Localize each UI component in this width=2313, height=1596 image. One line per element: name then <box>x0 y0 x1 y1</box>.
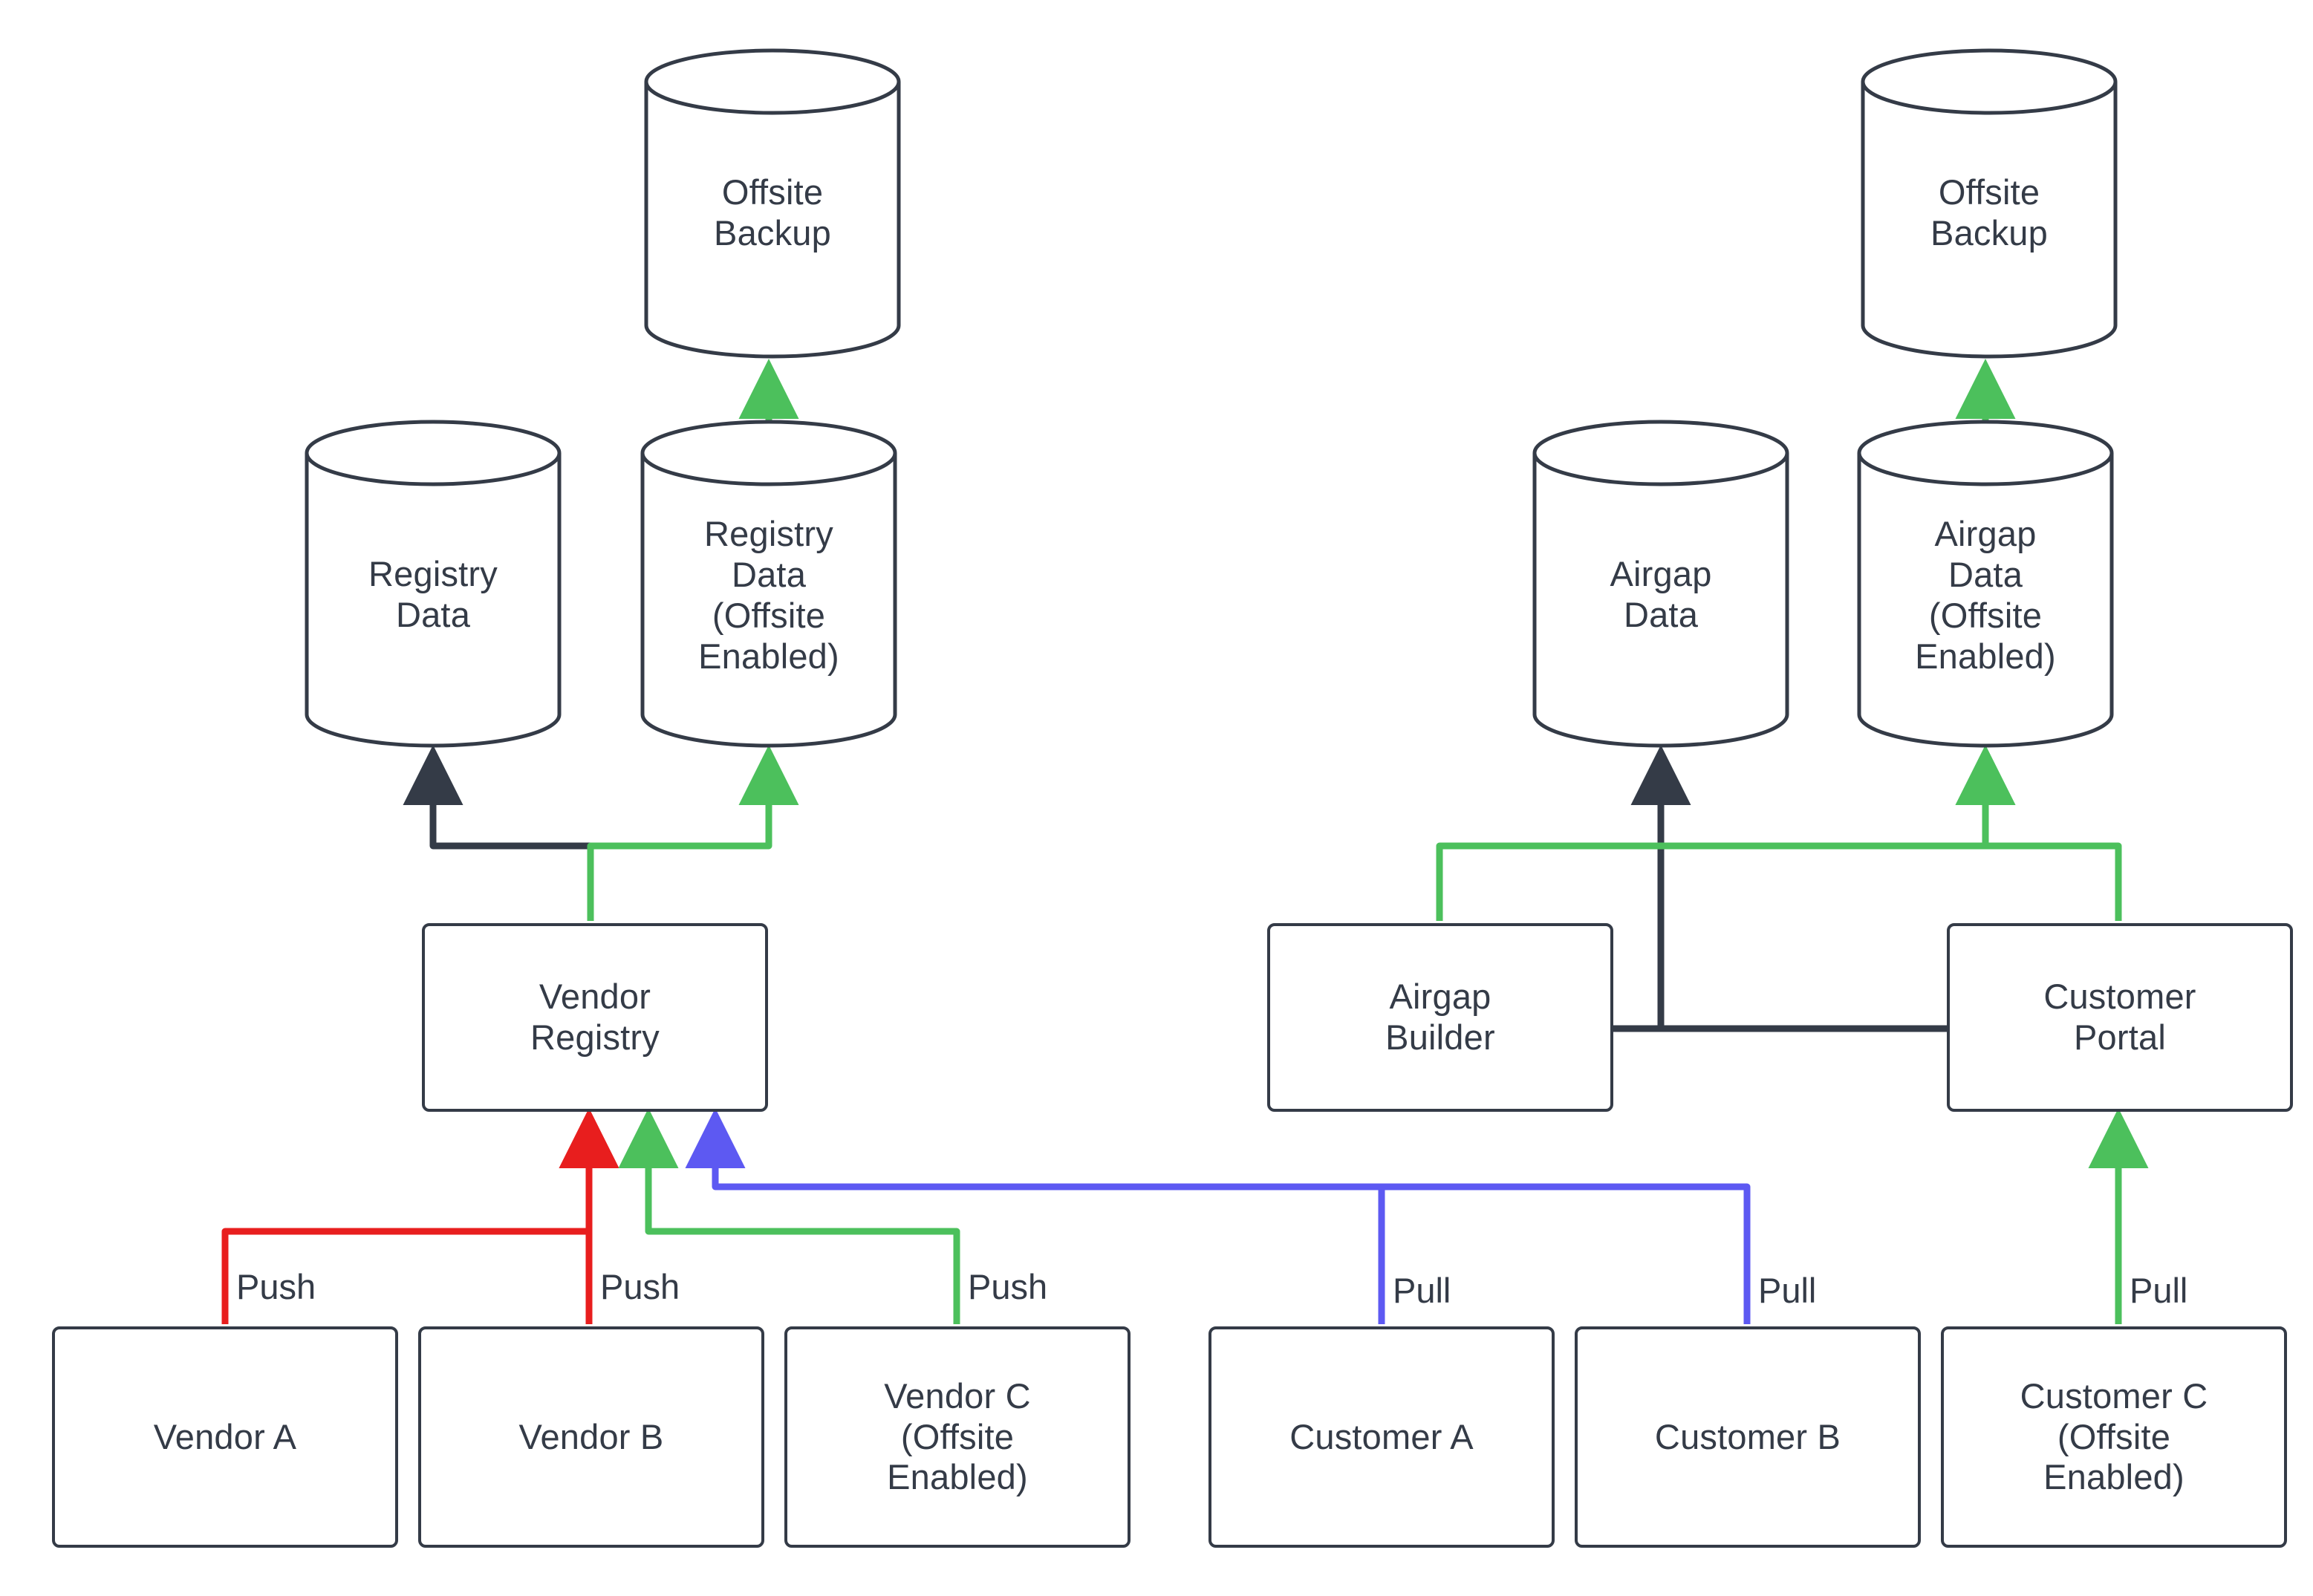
node-airgap-data[interactable]: Airgap Data <box>1532 419 1790 749</box>
node-label: Airgap Data (Offsite Enabled) <box>1915 514 2056 676</box>
edge-vendorc-to-vendorregistry <box>618 1108 960 1324</box>
node-label: Vendor B <box>518 1416 664 1456</box>
node-vendor-a[interactable]: Vendor A <box>52 1326 398 1548</box>
edge-customerportal-to-airgapdataoffsite <box>1955 745 2122 921</box>
node-offsite-backup-left[interactable]: Offsite Backup <box>643 48 902 359</box>
node-label: Customer B <box>1654 1416 1841 1456</box>
node-registry-data[interactable]: Registry Data <box>304 419 562 749</box>
edge-label-customer-c-pull: Pull <box>2126 1271 2192 1309</box>
edge-label-customer-a-pull: Pull <box>1389 1271 1455 1309</box>
node-label: Vendor C (Offsite Enabled) <box>884 1375 1031 1497</box>
edge-label-vendor-b-push: Push <box>596 1268 684 1306</box>
node-airgap-data-offsite[interactable]: Airgap Data (Offsite Enabled) <box>1856 419 2115 749</box>
node-offsite-backup-right[interactable]: Offsite Backup <box>1860 48 2118 359</box>
edge-label-vendor-c-push: Push <box>964 1268 1052 1306</box>
node-customer-c[interactable]: Customer C (Offsite Enabled) <box>1941 1326 2287 1548</box>
node-vendor-b[interactable]: Vendor B <box>418 1326 764 1548</box>
cylinder-shape <box>1857 420 2114 748</box>
edge-label-customer-b-pull: Pull <box>1754 1271 1821 1309</box>
node-customer-a[interactable]: Customer A <box>1208 1326 1555 1548</box>
node-label: Offsite Backup <box>714 172 831 253</box>
cylinder-shape <box>1532 420 1789 748</box>
node-label: Registry Data (Offsite Enabled) <box>698 514 839 676</box>
edge-label-vendor-a-push: Push <box>232 1268 320 1306</box>
cylinder-shape <box>305 420 562 748</box>
node-vendor-registry[interactable]: Vendor Registry <box>422 923 768 1112</box>
node-label: Customer C (Offsite Enabled) <box>2020 1375 2208 1497</box>
node-label: Offsite Backup <box>1930 172 2048 253</box>
node-registry-data-offsite[interactable]: Registry Data (Offsite Enabled) <box>640 419 898 749</box>
node-customer-b[interactable]: Customer B <box>1575 1326 1921 1548</box>
cylinder-shape <box>644 48 901 359</box>
cylinder-shape <box>1861 48 2118 359</box>
node-label: Customer Portal <box>2043 977 2196 1057</box>
node-label: Airgap Builder <box>1385 977 1495 1057</box>
edge-customerb-to-vendorregistry <box>715 1183 1751 1324</box>
node-label: Registry Data <box>368 554 498 634</box>
node-label: Airgap Data <box>1610 554 1712 634</box>
edge-vendorregistry-to-registrydataoffsite <box>587 745 799 921</box>
node-label: Customer A <box>1289 1416 1474 1456</box>
node-label: Vendor Registry <box>530 977 660 1057</box>
node-airgap-builder[interactable]: Airgap Builder <box>1267 923 1613 1112</box>
cylinder-shape <box>640 420 897 748</box>
node-label: Vendor A <box>153 1416 297 1456</box>
node-vendor-c[interactable]: Vendor C (Offsite Enabled) <box>784 1326 1131 1548</box>
node-customer-portal[interactable]: Customer Portal <box>1947 923 2293 1112</box>
